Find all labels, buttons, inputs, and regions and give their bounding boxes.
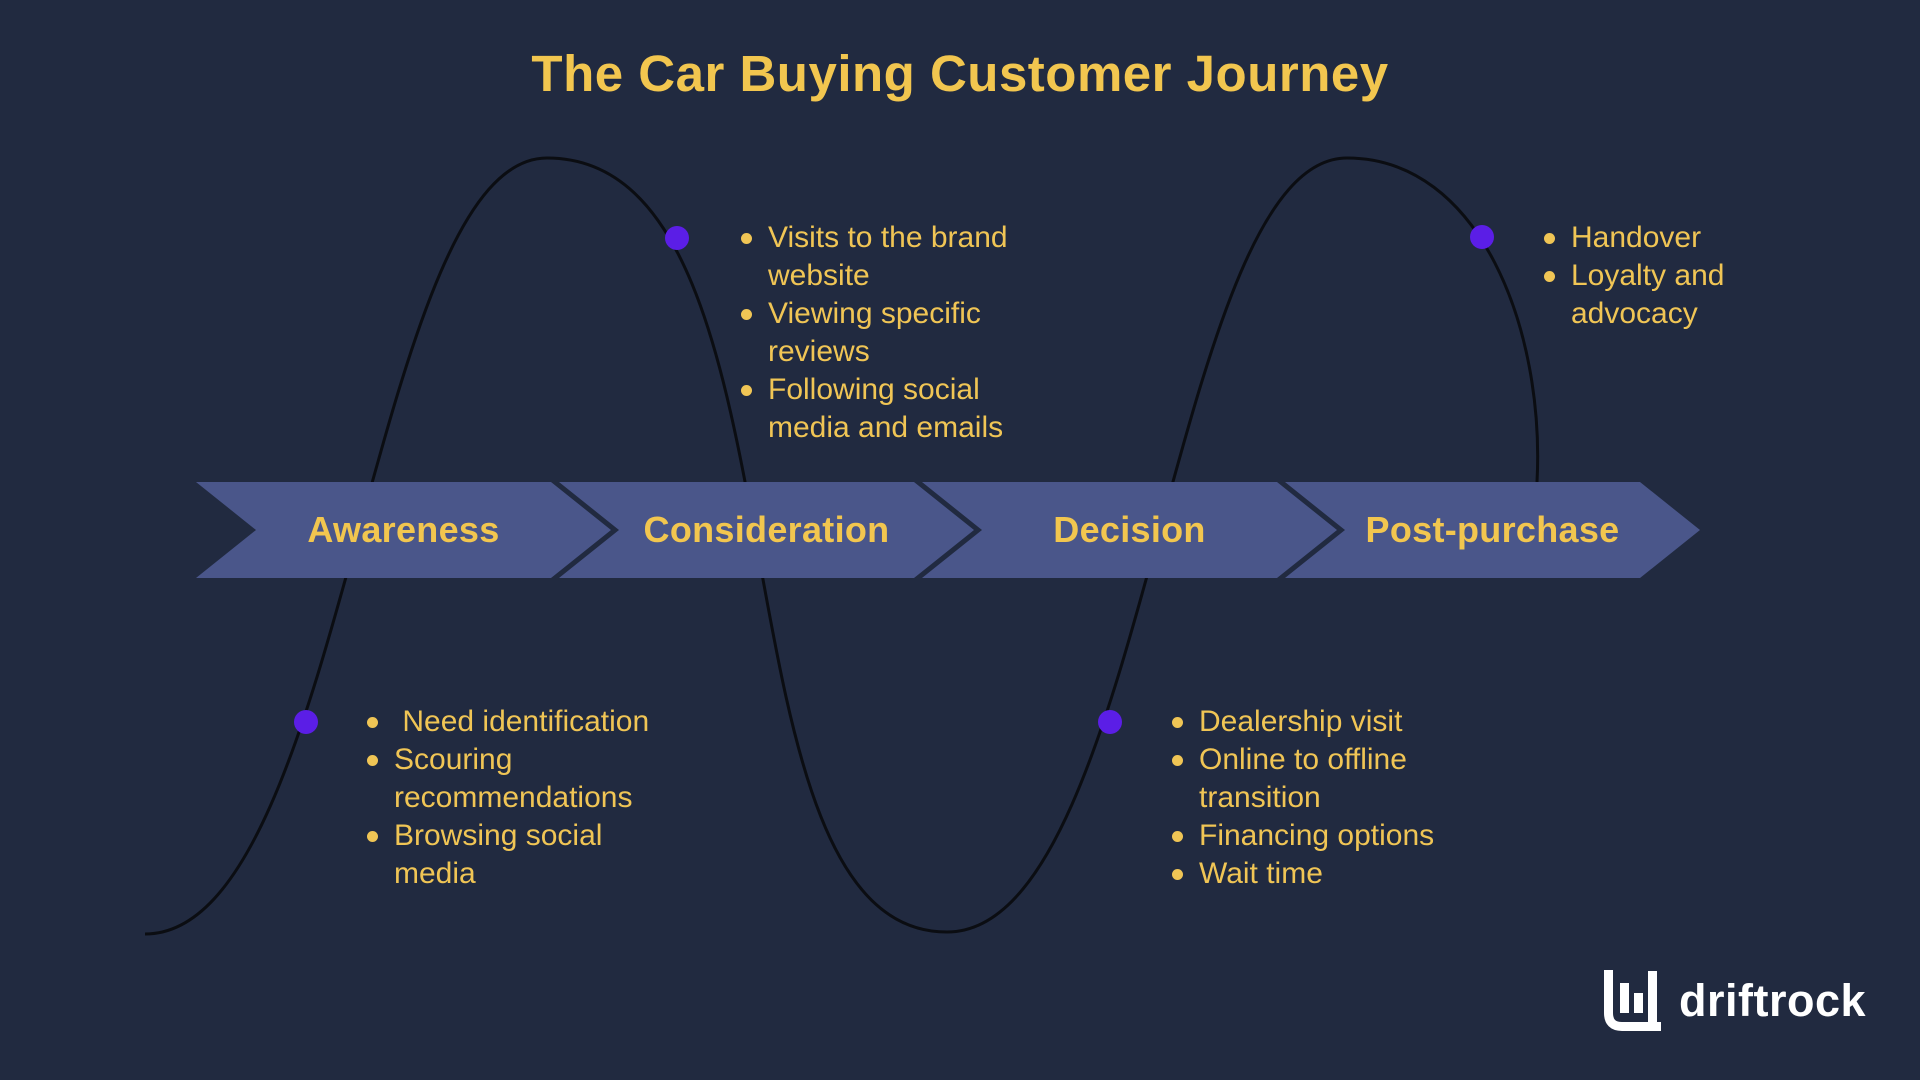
stage-label-consideration: Consideration xyxy=(643,509,890,550)
list-item: Browsing social media xyxy=(366,817,651,893)
stage-chevron-decision: Decision xyxy=(922,482,1337,578)
logo-wordmark: driftrock xyxy=(1679,975,1867,1026)
stage-label-awareness: Awareness xyxy=(307,509,500,550)
journey-curve-path xyxy=(144,156,1540,936)
journey-dot-awareness xyxy=(294,710,318,734)
stage-chevron-awareness: Awareness xyxy=(196,482,611,578)
journey-dot-decision xyxy=(1098,710,1122,734)
bar-chart-logo-icon xyxy=(1604,970,1661,1031)
journey-dot-consideration xyxy=(665,226,689,250)
stage-label-post-purchase: Post-purchase xyxy=(1365,509,1620,550)
journey-dot-post-purchase xyxy=(1470,225,1494,249)
list-item: Wait time xyxy=(1171,855,1461,893)
stage-chevron-consideration: Consideration xyxy=(559,482,974,578)
stage-label-decision: Decision xyxy=(1053,509,1206,550)
list-item: Visits to the brand website xyxy=(740,219,1020,295)
list-item: Dealership visit xyxy=(1171,703,1461,741)
driftrock-logo: driftrock xyxy=(1604,966,1866,1036)
stage-chevron-post-purchase: Post-purchase xyxy=(1285,482,1700,578)
list-item: Handover xyxy=(1543,219,1773,257)
list-item: Following social media and emails xyxy=(740,371,1020,447)
list-item: Online to offline transition xyxy=(1171,741,1461,817)
list-item: Loyalty and advocacy xyxy=(1543,257,1773,333)
page-title: The Car Buying Customer Journey xyxy=(531,45,1389,102)
list-item: Financing options xyxy=(1171,817,1461,855)
list-item: Scouring recommendations xyxy=(366,741,651,817)
list-item: Viewing specific reviews xyxy=(740,295,1020,371)
list-item: Need identification xyxy=(366,703,651,741)
